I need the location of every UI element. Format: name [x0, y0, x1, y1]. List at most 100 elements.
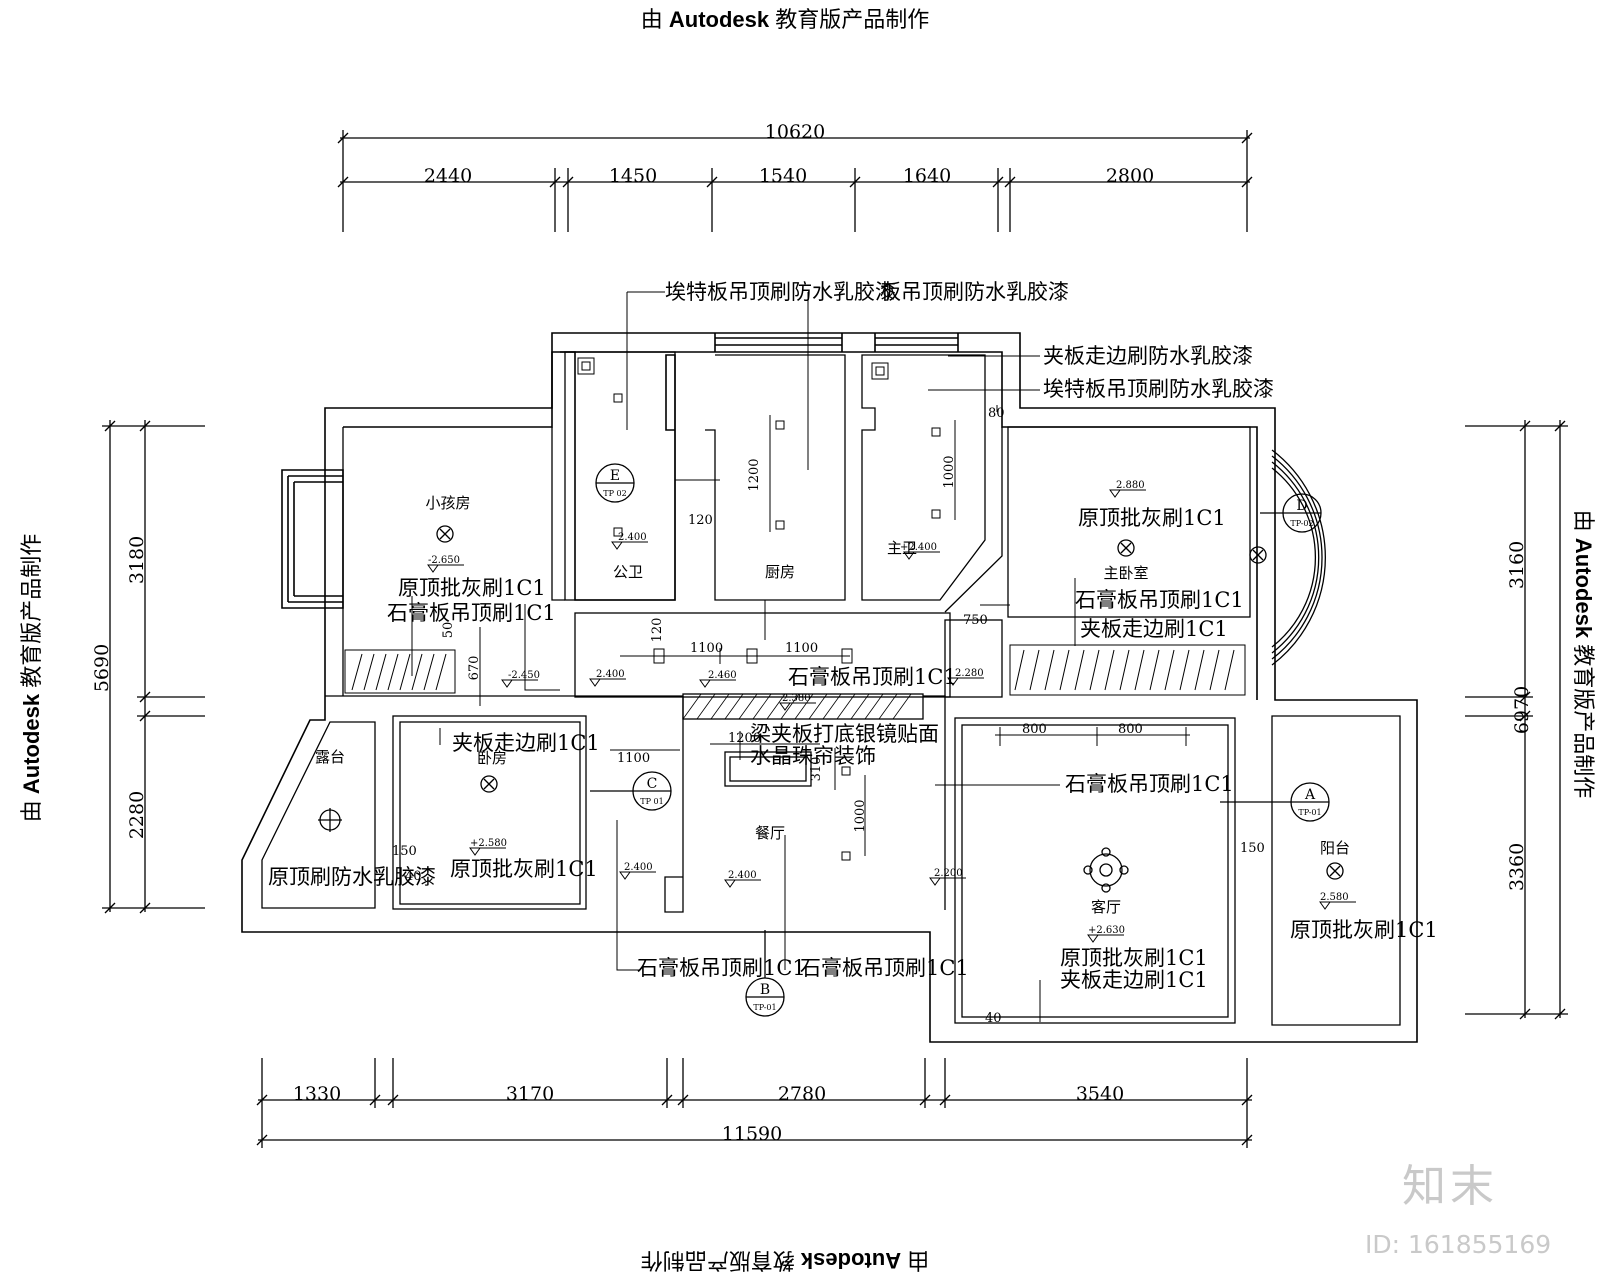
room-master-bedroom: 主卧室	[1103, 564, 1148, 582]
room-labels: 小孩房 公卫 厨房 主卫 主卧室 卧房 餐厅 客厅 露台 阳台	[315, 494, 1350, 916]
small-dimensions: 1200 120 1000 80 120 750 1100 1100 670 5…	[392, 406, 1265, 1026]
right-dimension-chain	[1465, 420, 1568, 1020]
dim-right-seg: 3360	[1506, 843, 1528, 891]
note-ceiling: 夹板走边刷1C1	[1080, 617, 1228, 641]
room-kids: 小孩房	[425, 494, 470, 512]
small-dim: 40	[985, 1011, 1002, 1026]
small-dim: 50	[441, 622, 456, 639]
level-mark: 2.880	[1116, 480, 1145, 491]
note-ceiling: 原顶批灰刷1C1	[398, 576, 546, 600]
room-bedroom: 卧房	[477, 749, 507, 767]
dim-top-seg: 1640	[903, 165, 951, 187]
note-ceiling: 石膏板吊顶刷1C1	[1065, 772, 1234, 796]
small-dim: 1000	[942, 455, 957, 488]
level-mark: 2.400	[728, 870, 757, 881]
room-public-wc: 公卫	[613, 563, 643, 581]
dim-top-seg: 2440	[424, 165, 472, 187]
dim-top-seg: 2800	[1106, 165, 1154, 187]
note-ceiling: 水晶珠帘装饰	[750, 744, 876, 768]
note-ceiling: 石膏板吊顶刷1C1	[387, 601, 556, 625]
ceiling-lamps	[318, 525, 1344, 893]
note-ceiling: 原顶批灰刷1C1	[1290, 918, 1438, 942]
note-ceiling: 夹板走边刷1C1	[1060, 968, 1208, 992]
note-ceiling: 原顶批灰刷1C1	[450, 857, 598, 881]
level-mark: +2.400	[900, 542, 937, 553]
dim-left-seg: 3180	[126, 536, 148, 584]
small-dim: 40	[405, 869, 422, 884]
small-dim: 150	[1240, 841, 1265, 856]
note-ceiling: 夹板走边刷1C1	[452, 731, 600, 755]
level-mark: 2.460	[708, 670, 737, 681]
small-dim: 800	[1118, 722, 1143, 737]
finish-notes: 埃特板吊顶刷防水乳胶漆 板吊顶刷防水乳胶漆 夹板走边刷防水乳胶漆 埃特板吊顶刷防…	[268, 280, 1438, 992]
small-dim: 800	[1022, 722, 1047, 737]
section-letter: B	[760, 982, 770, 998]
note-ceiling: 石膏板吊顶刷1C1	[1075, 588, 1244, 612]
dim-top-total: 10620	[765, 121, 825, 143]
section-code: TP-01	[753, 1003, 776, 1012]
mirror-beam	[682, 693, 912, 720]
wardrobe-hatch-left	[344, 649, 456, 694]
note-ceiling: 板吊顶刷防水乳胶漆	[880, 280, 1069, 304]
internal-dim-lines	[479, 405, 1190, 856]
small-dim: 150	[392, 844, 417, 859]
section-code: TP-01	[1298, 808, 1321, 817]
section-letter: A	[1304, 787, 1316, 803]
level-mark: 2.400	[624, 862, 653, 873]
dim-bottom-seg: 3540	[1076, 1083, 1124, 1105]
room-living: 客厅	[1091, 898, 1121, 916]
dimension-texts: 10620 2440 1450 1540 1640 2800 11590 133…	[91, 121, 1533, 1145]
room-balcony-right: 阳台	[1320, 839, 1350, 857]
small-dim: 670	[467, 656, 482, 681]
left-dimension-chain	[102, 420, 205, 914]
balcony-left-floor	[261, 721, 376, 909]
small-dim: 80	[988, 406, 1005, 421]
dim-bottom-total: 11590	[722, 1123, 782, 1145]
section-letter: D	[1296, 498, 1307, 514]
note-ceiling: 石膏板吊顶刷1C1	[788, 665, 957, 689]
level-mark: 2.400	[596, 669, 625, 680]
dim-top-seg: 1540	[759, 165, 807, 187]
level-mark: 2.200	[934, 868, 963, 879]
room-dining: 餐厅	[755, 824, 785, 842]
dim-top-seg: 1450	[609, 165, 657, 187]
interior-walls	[325, 351, 1401, 1026]
note-ceiling: 夹板走边刷防水乳胶漆	[1043, 344, 1253, 368]
small-dim: 750	[963, 613, 988, 628]
bottom-dimension-chain	[256, 1058, 1253, 1148]
small-dim: 1200	[747, 458, 762, 491]
note-ceiling: 梁夹板打底银镜贴面	[750, 722, 939, 746]
watermark-top: 由 Autodesk 教育版产品制作	[640, 7, 930, 32]
dim-bottom-seg: 1330	[293, 1083, 341, 1105]
level-mark: -2.650	[428, 555, 460, 566]
section-marker-texts: E TP 02 D TP-02 C TP 01 B TP-01 A TP-01	[603, 468, 1321, 1012]
dim-left-seg: 2280	[126, 791, 148, 839]
small-dim: 1000	[853, 799, 868, 832]
dim-right-total: 6970	[1511, 686, 1533, 734]
dim-right-seg: 3160	[1506, 541, 1528, 589]
level-mark: +2.630	[1088, 925, 1125, 936]
level-marks: 2.400 +2.400 2.880 -2.650 -2.450 2.400 2…	[427, 480, 1356, 943]
section-code: TP-02	[1290, 519, 1313, 528]
note-ceiling: 原顶批灰刷1C1	[1060, 946, 1208, 970]
note-ceiling: 石膏板吊顶刷1C1	[637, 956, 806, 980]
small-dim: 120	[688, 513, 713, 528]
dim-left-total: 5690	[91, 644, 113, 692]
site-logo: 知末	[1402, 1161, 1498, 1212]
top-dimension-chain	[337, 130, 1253, 232]
note-ceiling: 石膏板吊顶刷1C1	[800, 956, 969, 980]
small-dim: 1100	[785, 641, 818, 656]
leader-lines	[411, 291, 1076, 1022]
note-ceiling: 埃特板吊顶刷防水乳胶漆	[1043, 377, 1274, 401]
section-letter: E	[610, 468, 620, 484]
section-marker-shapes	[590, 463, 1330, 1017]
image-id-label: ID: 161855169	[1365, 1230, 1552, 1259]
section-code: TP 01	[640, 797, 663, 806]
wardrobe-hatch-right	[1009, 644, 1246, 696]
dim-bottom-seg: 3170	[506, 1083, 554, 1105]
dim-bottom-seg: 2780	[778, 1083, 826, 1105]
small-dim: 310	[809, 757, 824, 782]
level-mark: +2.580	[470, 838, 507, 849]
small-dim: 1100	[617, 751, 650, 766]
